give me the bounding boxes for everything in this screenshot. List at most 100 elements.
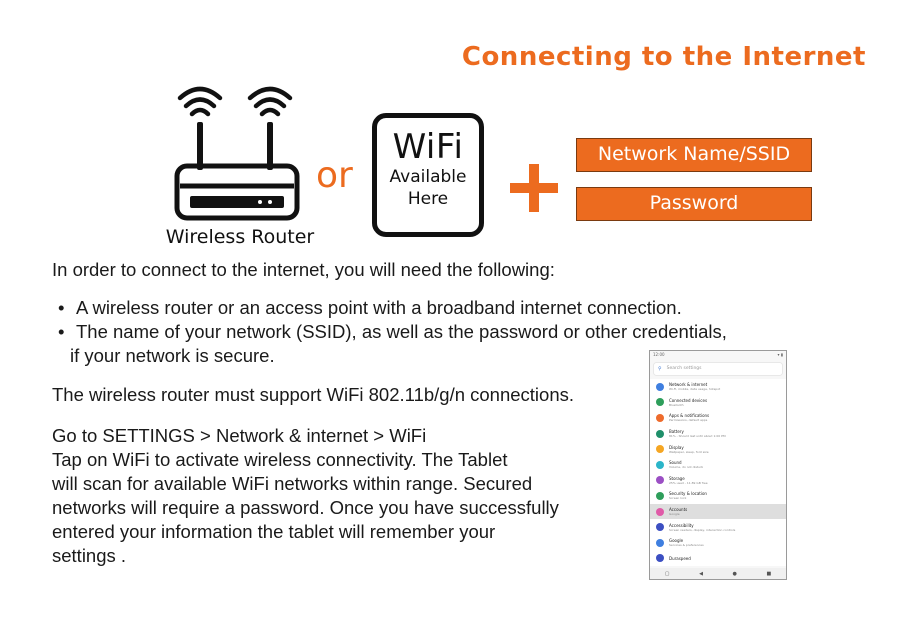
display-icon — [656, 445, 664, 454]
bullet-dot: • — [58, 321, 65, 342]
wifi-card-line1: WiFi — [392, 127, 464, 167]
wifi-icon — [656, 382, 664, 391]
tablet-settings-item-name: Display — [669, 444, 684, 450]
router-icon — [174, 86, 300, 221]
tablet-search-placeholder: Search settings — [666, 366, 702, 371]
tablet-settings-item-name: Sound — [669, 460, 682, 466]
bullet-text: The name of your network (SSID), as well… — [76, 321, 727, 342]
tablet-status-bar: 12:00 ▾ ▮ — [650, 351, 786, 359]
tablet-status-icons: ▾ ▮ — [777, 352, 783, 357]
tablet-settings-item-sub: Services & preferences — [669, 543, 704, 548]
tablet-settings-item-name: Google — [669, 538, 684, 544]
tablet-settings-item-sub: 81% - Should last until about 1:00 PM — [669, 434, 726, 439]
wifi-card-line2: Available — [389, 167, 467, 187]
nav-recents-icon[interactable]: ■ — [766, 570, 772, 577]
tablet-settings-item-name: Connected devices — [669, 397, 708, 403]
tablet-settings-item-name: Accessibility — [669, 522, 694, 528]
tablet-settings-item-name: Accounts — [669, 507, 688, 513]
intro-text: In order to connect to the internet, you… — [52, 259, 555, 280]
steps-line: settings . — [52, 545, 127, 566]
lock-icon — [656, 491, 664, 500]
bullet-text: if your network is secure. — [70, 345, 275, 366]
router-label: Wireless Router — [165, 226, 315, 248]
search-icon: ⚲ — [658, 366, 662, 372]
nav-square-icon[interactable]: ▢ — [664, 570, 670, 577]
plus-vertical — [529, 164, 539, 212]
tablet-settings-item-name: Network & internet — [669, 382, 708, 388]
page-title: Connecting to the Internet — [461, 42, 866, 72]
tablet-settings-item-sub: Permissions, default apps — [669, 418, 708, 423]
tablet-settings-item-sub: 25% used - 11.89 GB free — [669, 480, 708, 485]
tablet-settings-item-text: Duraspeed — [669, 556, 691, 561]
nav-home-icon[interactable]: ● — [732, 570, 737, 577]
storage-icon — [656, 476, 664, 485]
apps-icon — [656, 413, 664, 422]
tablet-settings-item[interactable]: Duraspeed — [650, 550, 786, 567]
ssid-badge: Network Name/SSID — [576, 138, 812, 172]
tablet-settings-item-name: Security & location — [669, 491, 707, 497]
tablet-settings-screenshot: 12:00 ▾ ▮ ⚲ Search settings Network & in… — [649, 350, 787, 580]
tablet-settings-item-sub: Wallpaper, sleep, font size — [669, 449, 709, 454]
wifi-card-line3: Here — [407, 189, 449, 209]
google-icon — [656, 538, 664, 547]
tablet-settings-item-name: Battery — [669, 429, 684, 435]
tablet-settings-item-sub: Volume, do not disturb — [669, 465, 704, 470]
steps-line: entered your information the tablet will… — [52, 521, 496, 542]
tablet-settings-item-sub: Screen readers, display, interaction con… — [669, 527, 736, 532]
steps-line: networks will require a password. Once y… — [52, 497, 559, 518]
steps-line: will scan for available WiFi networks wi… — [52, 473, 533, 494]
steps-line: Go to SETTINGS > Network & internet > Wi… — [52, 425, 427, 446]
battery-icon — [656, 429, 664, 438]
tablet-status-time: 12:00 — [653, 352, 665, 357]
bullet-dot: • — [58, 297, 65, 318]
tablet-settings-item-name: Duraspeed — [669, 555, 691, 561]
tablet-settings-item-sub: Google — [669, 512, 680, 517]
router-illustration — [160, 78, 320, 248]
steps-text: Go to SETTINGS > Network & internet > Wi… — [52, 424, 597, 568]
tablet-settings-item-sub: Bluetooth — [669, 402, 684, 407]
tablet-nav-bar: ▢ ◀ ● ■ — [650, 568, 786, 579]
list-item: • A wireless router or an access point wi… — [58, 296, 778, 320]
devices-icon — [656, 398, 664, 407]
or-label: or — [316, 155, 353, 196]
accessibility-icon — [656, 523, 664, 532]
support-text: The wireless router must support WiFi 80… — [52, 384, 575, 405]
wifi-available-card: WiFi Available Here — [372, 113, 484, 237]
tablet-settings-item-name: Storage — [669, 475, 685, 481]
bullet-text: A wireless router or an access point wit… — [76, 297, 682, 318]
sound-icon — [656, 460, 664, 469]
speed-icon — [656, 554, 664, 563]
tablet-settings-item-sub: Wi-Fi, mobile, data usage, hotspot — [669, 387, 721, 392]
nav-back-icon[interactable]: ◀ — [699, 570, 703, 577]
tablet-settings-item-name: Apps & notifications — [669, 413, 710, 419]
list-item: • The name of your network (SSID), as wel… — [58, 320, 778, 344]
list-item: if your network is secure. — [58, 344, 778, 368]
requirements-list: • A wireless router or an access point wi… — [58, 296, 778, 368]
accounts-icon — [656, 507, 664, 516]
steps-line: Tap on WiFi to activate wireless connect… — [52, 449, 508, 470]
password-badge: Password — [576, 187, 812, 221]
tablet-search-input[interactable]: ⚲ Search settings — [654, 363, 782, 375]
